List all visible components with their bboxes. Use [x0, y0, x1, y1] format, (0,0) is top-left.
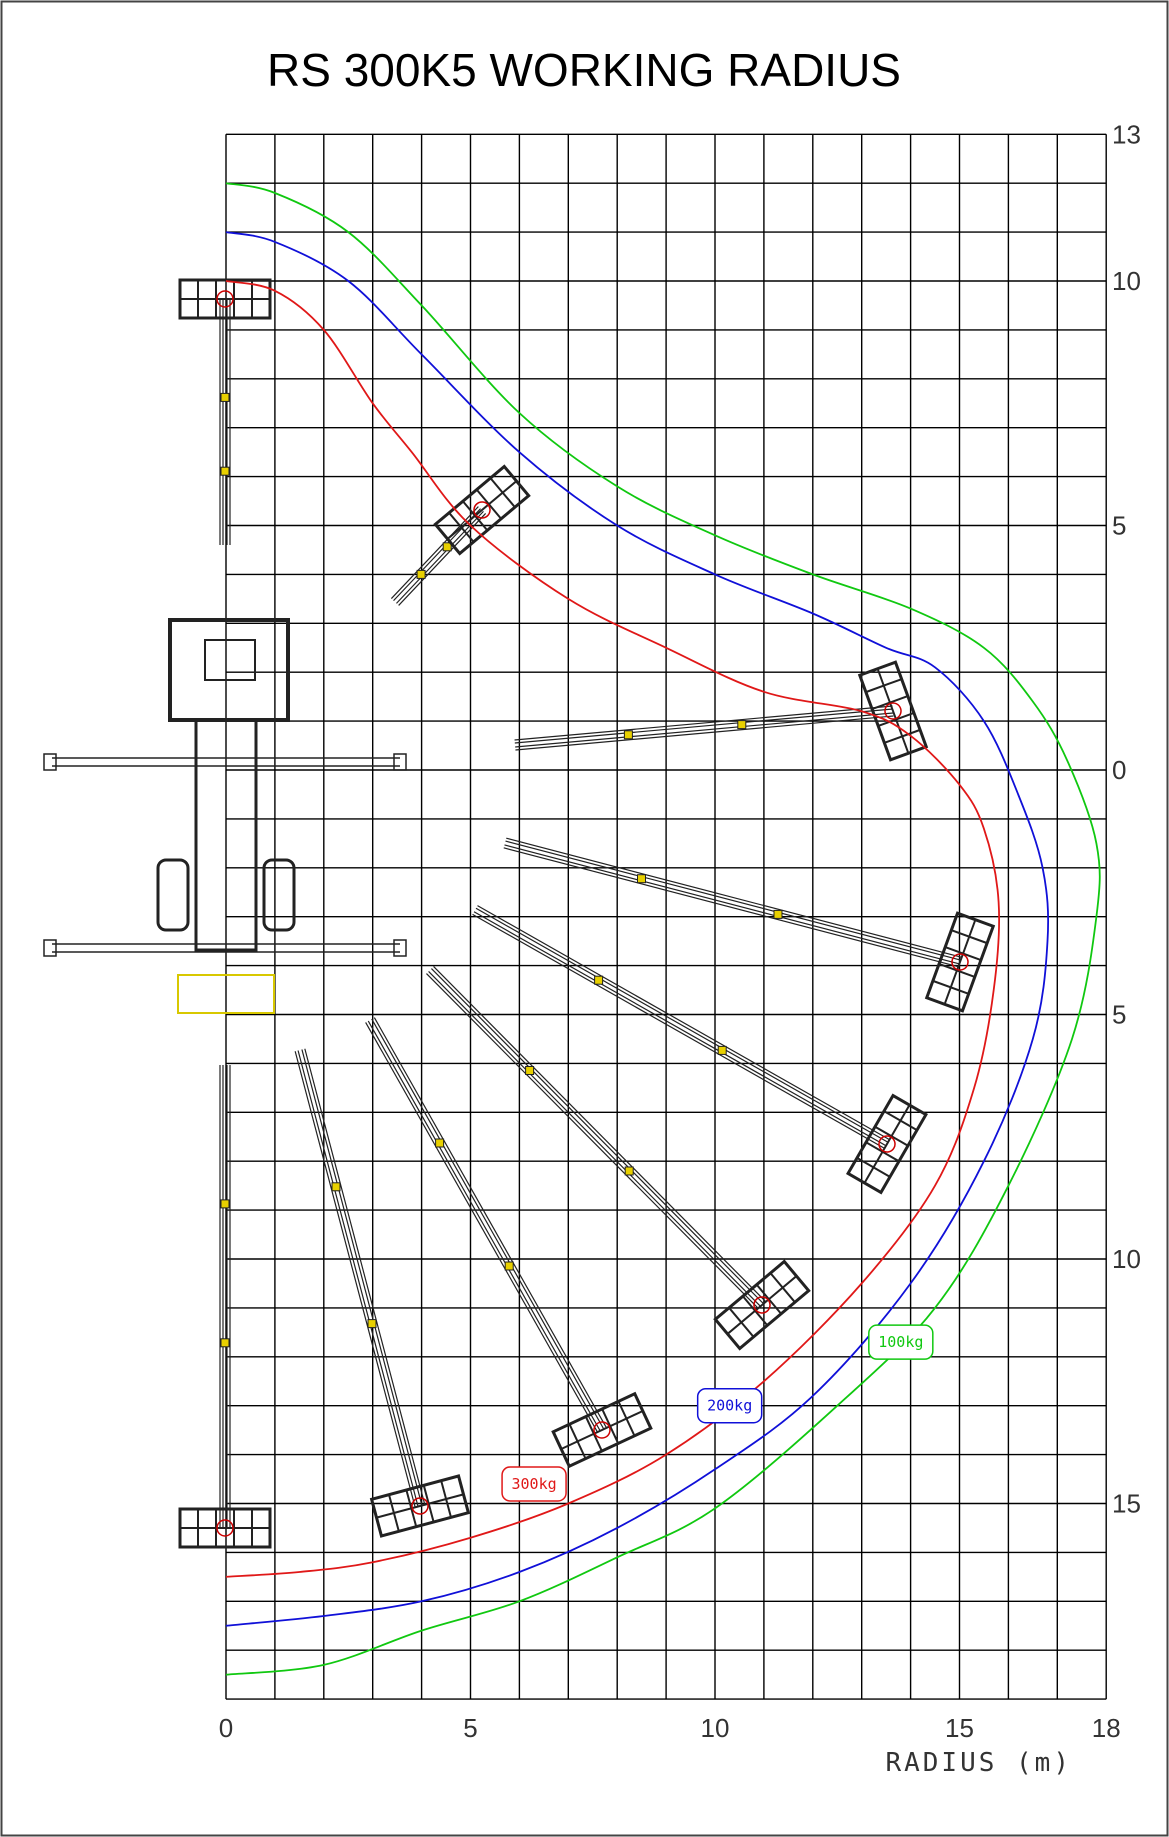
svg-text:300kg: 300kg — [511, 1475, 556, 1493]
svg-text:100kg: 100kg — [878, 1333, 923, 1351]
crane-machine — [43, 278, 996, 1549]
boom-arm — [426, 966, 766, 1309]
boom-arm — [503, 837, 962, 968]
curve-200kg — [225, 231, 1050, 1627]
basket-platform — [924, 911, 996, 1013]
y-tick-label: 5 — [1112, 511, 1126, 541]
page-title: RS 300K5 WORKING RADIUS — [267, 44, 901, 96]
basket-platform — [433, 464, 531, 556]
curve-label-100kg: 100kg — [868, 1324, 934, 1360]
basket-platform — [178, 278, 272, 320]
basket-platform — [369, 1474, 471, 1538]
basket-platform — [857, 660, 929, 762]
radius-curves — [225, 182, 1101, 1676]
curve-label-200kg: 200kg — [696, 1387, 763, 1424]
truck-chassis — [43, 618, 407, 1014]
basket-platform — [845, 1093, 929, 1195]
x-tick-label: 5 — [463, 1713, 477, 1743]
curve-300kg — [225, 280, 1001, 1578]
boom-arm — [472, 905, 890, 1149]
y-tick-label: 10 — [1112, 1244, 1141, 1274]
y-tick-label: 5 — [1112, 1000, 1126, 1030]
curve-labels: 300kg 200kg 100kg — [501, 1324, 934, 1502]
svg-text:200kg: 200kg — [707, 1397, 752, 1415]
basket-platform — [713, 1259, 811, 1351]
curve-100kg — [225, 182, 1101, 1676]
boom-arm — [365, 1017, 607, 1433]
boom-arm — [294, 1048, 426, 1508]
x-tick-label: 0 — [219, 1713, 233, 1743]
x-axis-label: RADIUS (m) — [885, 1748, 1072, 1778]
y-tick-label: 15 — [1112, 1489, 1141, 1519]
x-tick-label: 18 — [1092, 1713, 1121, 1743]
basket-platform — [551, 1391, 653, 1469]
curve-label-300kg: 300kg — [501, 1466, 567, 1502]
x-tick-label: 15 — [945, 1713, 974, 1743]
boom-arm — [219, 299, 231, 545]
y-tick-label: 13 — [1112, 119, 1141, 149]
grid — [225, 133, 1107, 1700]
x-tick-label: 10 — [701, 1713, 730, 1743]
basket-platform — [178, 1507, 272, 1549]
y-tick-label: 10 — [1112, 266, 1141, 296]
axis-ticks: 0 5 10 15 18 13 10 5 0 5 10 15 — [219, 119, 1141, 1743]
y-tick-label: 0 — [1112, 755, 1126, 785]
boom-arm — [514, 705, 894, 751]
boom-arm — [219, 1065, 231, 1528]
